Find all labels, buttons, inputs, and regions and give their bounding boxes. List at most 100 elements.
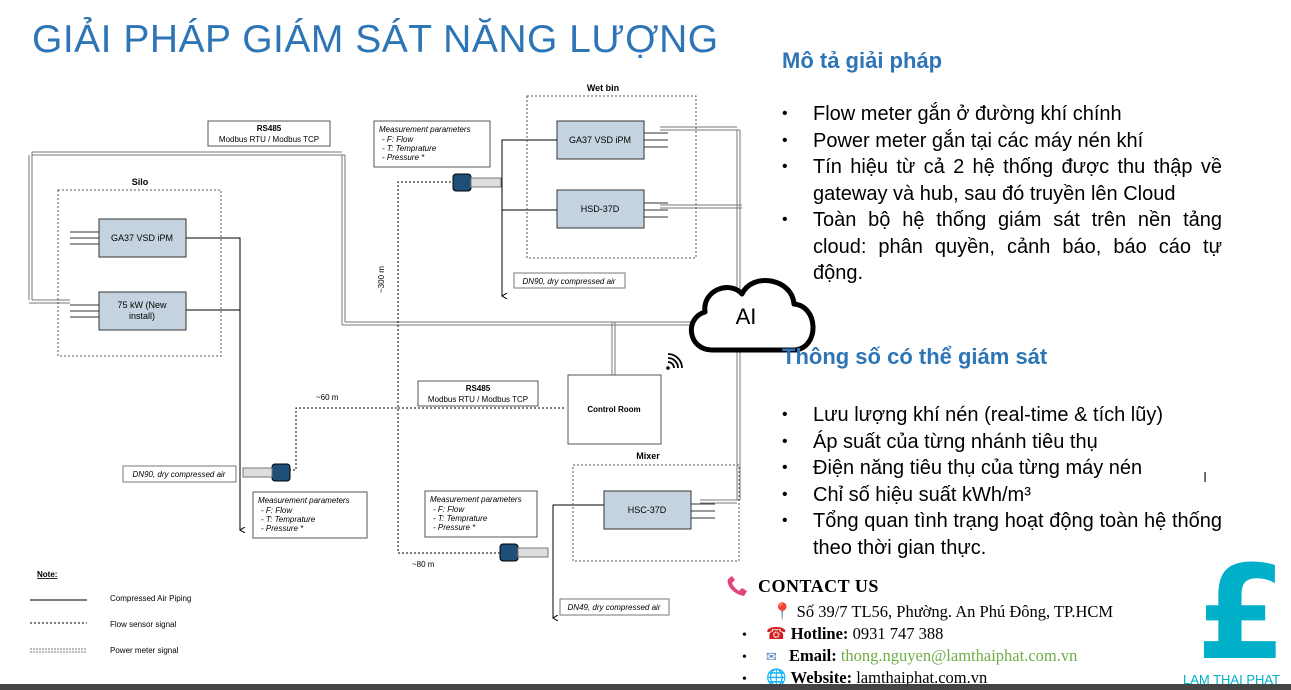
pipe-label-mixer-box bbox=[559, 598, 670, 616]
meas-top-line-3: - Pressure * bbox=[382, 153, 425, 162]
wetbin-hsd37d-label: HSD-37D bbox=[581, 204, 620, 214]
meas-mid-line-2: - T: Temprature bbox=[433, 514, 488, 523]
wifi-icon bbox=[666, 353, 683, 370]
measurement-box-mid: Measurement parameters - F: Flow - T: Te… bbox=[424, 490, 538, 538]
website-label: Website: bbox=[790, 668, 853, 687]
hotline-label: Hotline: bbox=[790, 624, 849, 643]
meas-left-line-1: - F: Flow bbox=[261, 506, 293, 515]
page-title: GIẢI PHÁP GIÁM SÁT NĂNG LƯỢNG bbox=[32, 18, 719, 61]
phone-icon bbox=[727, 576, 747, 596]
wetbin-label: Wet bin bbox=[587, 83, 619, 93]
meas-top-line-1: - F: Flow bbox=[382, 135, 414, 144]
distance-80m: ~80 m bbox=[412, 560, 435, 569]
silo-75kw-label-2: install) bbox=[129, 311, 155, 321]
flow-meter-wetbin bbox=[452, 173, 472, 192]
pound-logo-icon: £ bbox=[1196, 537, 1287, 689]
list-item: Tổng quan tình trạng hoạt động toàn hệ t… bbox=[782, 508, 1222, 561]
meas-top-title: Measurement parameters bbox=[379, 125, 471, 134]
rs485-top-sub: Modbus RTU / Modbus TCP bbox=[219, 135, 319, 144]
list-item: Power meter gắn tại các máy nén khí bbox=[782, 128, 1222, 155]
list-item: Điện năng tiêu thụ của từng máy nén bbox=[782, 455, 1222, 482]
silo-75kw-label: 75 kW (New bbox=[117, 300, 167, 310]
control-room-box bbox=[567, 374, 662, 445]
meas-mid-line-3: - Pressure * bbox=[433, 523, 476, 532]
text-cursor-icon: I bbox=[1203, 469, 1208, 486]
location-pin-icon: 📍 bbox=[772, 602, 793, 621]
list-item: Chỉ số hiệu suất kWh/m³ bbox=[782, 482, 1222, 509]
meas-mid-line-1: - F: Flow bbox=[433, 505, 465, 514]
pipe-label-left-box bbox=[122, 465, 237, 483]
company-logo-text: LAM THAI PHAT bbox=[1183, 672, 1281, 687]
distance-60m: ~60 m bbox=[316, 393, 339, 402]
section1-list: Flow meter gắn ở đường khí chính Power m… bbox=[782, 101, 1222, 287]
legend-line-power bbox=[30, 648, 87, 653]
contact-address: Số 39/7 TL56, Phường. An Phú Đông, TP.HC… bbox=[796, 602, 1114, 621]
list-item: Áp suất của từng nhánh tiêu thụ bbox=[782, 429, 1222, 456]
silo-ga37-label: GA37 VSD iPM bbox=[111, 233, 173, 243]
compressor-units: GA37 VSD iPM 75 kW (New install) GA37 VS… bbox=[98, 120, 692, 530]
list-item: Tín hiệu từ cả 2 hệ thống được thu thập … bbox=[782, 154, 1222, 207]
wetbin-ga37-label: GA37 VSD iPM bbox=[569, 135, 631, 145]
distance-300m: ~300 m bbox=[377, 266, 386, 293]
mixer-hsc37d-unit bbox=[603, 490, 692, 530]
measurement-box-left-frame bbox=[252, 491, 368, 539]
bullet-dot: • bbox=[742, 672, 747, 687]
mixer-label: Mixer bbox=[636, 451, 660, 461]
bullet-dot: • bbox=[742, 628, 747, 643]
legend-power: Power meter signal bbox=[110, 646, 179, 655]
meas-mid-title: Measurement parameters bbox=[430, 495, 522, 504]
power-meter-signal-lines bbox=[28, 126, 742, 504]
flow-meters bbox=[242, 173, 549, 562]
power-meter-terminals bbox=[70, 132, 715, 519]
control-room-label: Control Room bbox=[587, 405, 640, 414]
email-label: Email: bbox=[789, 646, 837, 665]
wetbin-box bbox=[526, 95, 697, 259]
pipe-label-mixer: DN49, dry compressed air bbox=[568, 603, 661, 612]
measurement-box-mid-frame bbox=[424, 490, 538, 538]
meas-left-title: Measurement parameters bbox=[258, 496, 350, 505]
contact-title: CONTACT US bbox=[758, 576, 879, 596]
bullet-dot: • bbox=[742, 650, 747, 665]
list-item: Toàn bộ hệ thống giám sát trên nền tảng … bbox=[782, 207, 1222, 287]
flow-meter-wetbin-pipe bbox=[470, 177, 502, 188]
mixer-box bbox=[572, 464, 740, 562]
flow-meter-mixer-pipe bbox=[517, 547, 549, 558]
email-value[interactable]: thong.nguyen@lamthaiphat.com.vn bbox=[840, 646, 1078, 665]
bottom-border bbox=[0, 684, 1291, 690]
list-item: Flow meter gắn ở đường khí chính bbox=[782, 101, 1222, 128]
globe-icon: 🌐 bbox=[766, 668, 787, 687]
contact-email-row: ✉ Email: thong.nguyen@lamthaiphat.com.vn bbox=[766, 646, 1077, 666]
cloud-icon bbox=[688, 278, 816, 353]
contact-website-row: 🌐 Website: lamthaiphat.com.vn bbox=[766, 668, 987, 688]
meas-top-line-2: - T: Temprature bbox=[382, 144, 437, 153]
section1-heading: Mô tả giải pháp bbox=[782, 48, 943, 73]
rs485-mid-sub: Modbus RTU / Modbus TCP bbox=[428, 395, 528, 404]
wetbin-ga37-unit bbox=[556, 120, 645, 160]
measurement-box-top: Measurement parameters - F: Flow - T: Te… bbox=[373, 120, 491, 168]
measurement-box-top-frame bbox=[373, 120, 491, 168]
contact-address-row: 📍 Số 39/7 TL56, Phường. An Phú Đông, TP.… bbox=[772, 602, 1113, 622]
legend-flow: Flow sensor signal bbox=[110, 620, 176, 629]
hotline-value[interactable]: 0931 747 388 bbox=[852, 624, 944, 643]
pipe-label-wetbin-box bbox=[513, 272, 626, 289]
rs485-mid-box bbox=[417, 380, 539, 407]
rs485-top-title: RS485 bbox=[257, 124, 282, 133]
compressed-air-piping bbox=[186, 139, 604, 618]
measurement-box-left: Measurement parameters - F: Flow - T: Te… bbox=[252, 491, 368, 539]
silo-label: Silo bbox=[132, 177, 149, 187]
wetbin-hsd37d-unit bbox=[556, 189, 645, 229]
company-logo: £ bbox=[1196, 537, 1287, 690]
email-icon: ✉ bbox=[766, 649, 777, 664]
flow-meter-left-pipe bbox=[242, 467, 273, 478]
telephone-icon: ☎ bbox=[766, 624, 787, 643]
pipe-label-wetbin: DN90, dry compressed air bbox=[523, 277, 616, 286]
mixer-hsc37d-label: HSC-37D bbox=[628, 505, 667, 515]
flow-meter-left bbox=[271, 463, 291, 482]
section2-list: Lưu lượng khí nén (real-time & tích lũy)… bbox=[782, 402, 1222, 561]
rs485-top-box bbox=[207, 120, 331, 147]
website-value[interactable]: lamthaiphat.com.vn bbox=[856, 668, 988, 687]
list-item: Lưu lượng khí nén (real-time & tích lũy) bbox=[782, 402, 1222, 429]
meas-left-line-3: - Pressure * bbox=[261, 524, 304, 533]
section2-heading: Thông số có thể giám sát bbox=[782, 344, 1048, 369]
